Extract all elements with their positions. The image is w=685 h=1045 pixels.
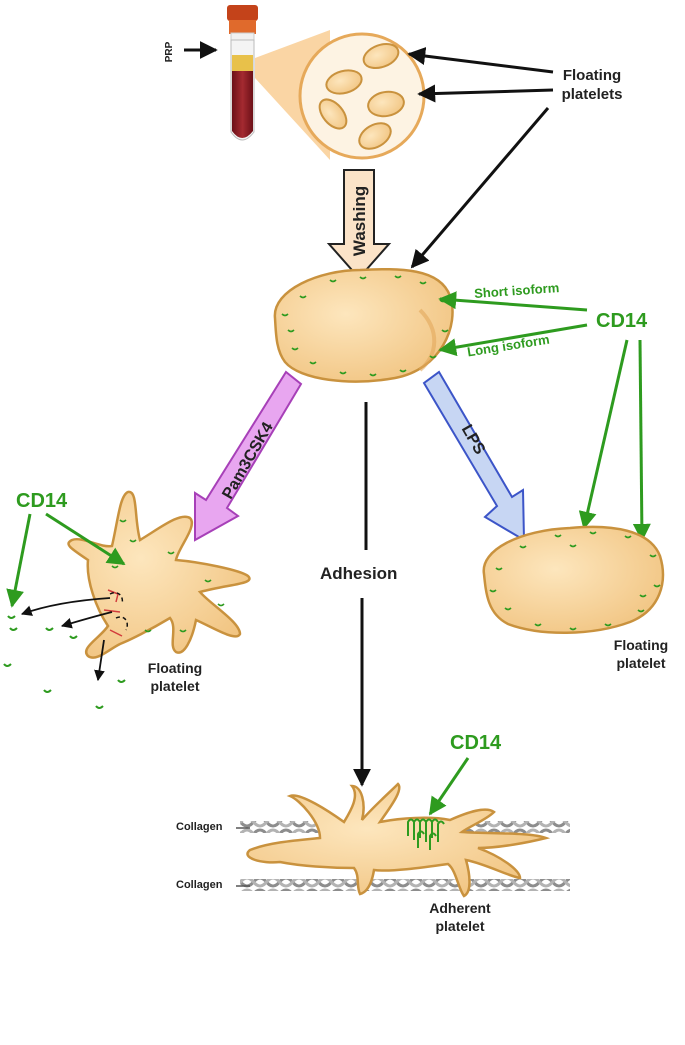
floating-platelets-label: Floating platelets: [542, 66, 642, 104]
collagen-top-label: Collagen: [176, 821, 223, 833]
floating-platelet-left-line1: Floating: [147, 660, 203, 676]
adherent-platelet: [246, 782, 551, 898]
washing-label: Washing: [350, 186, 369, 256]
washing-arrow: [326, 169, 392, 280]
cd14-left-label: CD14: [16, 490, 68, 512]
cd14-bottom-arrow: [428, 757, 470, 816]
adherent-platelet-line2: platelet: [435, 918, 485, 934]
floating-platelet-right-line1: Floating: [613, 637, 669, 653]
resting-platelet: [273, 268, 454, 383]
long-isoform-label: Long isoform: [466, 332, 550, 360]
cd14-right-label: CD14: [596, 310, 648, 332]
floating-platelets-arrows: [407, 47, 554, 269]
pam3csk4-arrow: [194, 370, 303, 542]
collagen-pointers: [236, 827, 250, 887]
lps-platelet: [482, 525, 665, 634]
floating-platelet-left-label: Floating platelet: [120, 659, 230, 695]
shedding-arrows: [20, 597, 113, 682]
adhesion-arrow: [353, 402, 371, 787]
prp-label: PRP: [164, 41, 175, 62]
floating-platelets-line1: Floating: [562, 67, 622, 84]
floating-platelet-right-line2: platelet: [616, 655, 666, 671]
floating-platelet-left-line2: platelet: [150, 678, 200, 694]
activated-platelet: [67, 490, 251, 659]
floating-platelet-right-label: Floating platelet: [596, 636, 685, 672]
blood-tube: [227, 5, 258, 141]
zoom-circle: [298, 32, 426, 160]
cd14-isoform-arrows: [438, 291, 651, 542]
adhesion-label: Adhesion: [320, 564, 398, 583]
lps-arrow: [422, 370, 526, 542]
adherent-platelet-line1: Adherent: [429, 900, 491, 916]
cd14-bottom-label: CD14: [450, 732, 502, 754]
collagen-bottom-label: Collagen: [176, 879, 223, 891]
cd14-left-arrows: [6, 512, 126, 608]
short-isoform-label: Short isoform: [474, 280, 560, 301]
shed-cd14-fragments: [3, 615, 126, 709]
adherent-platelet-label: Adherent platelet: [410, 899, 510, 935]
floating-platelets-line2: platelets: [561, 86, 623, 103]
